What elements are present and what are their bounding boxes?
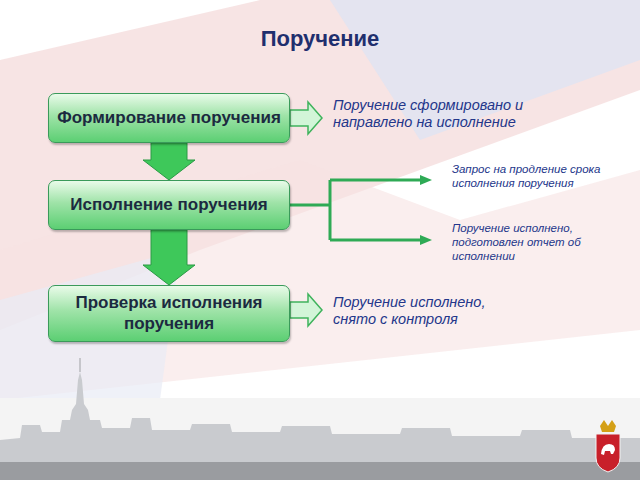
side-arrow <box>290 102 322 134</box>
flow-arrow <box>143 230 195 285</box>
branch-bracket <box>290 180 422 240</box>
box-label: Проверка исполнения поручения <box>49 290 289 337</box>
process-box: Проверка исполнения поручения <box>48 285 290 342</box>
status-note: Поручение сформировано и направлено на и… <box>333 97 558 132</box>
process-box: Исполнение поручения <box>48 180 290 230</box>
arrowhead <box>420 175 432 185</box>
status-note: Поручение исполнено, снято с контроля <box>333 294 518 329</box>
arrowhead <box>420 235 432 245</box>
side-arrow <box>290 294 322 326</box>
status-note: Запрос на продление срока исполнения пор… <box>452 163 632 191</box>
box-label: Исполнение поручения <box>62 192 276 218</box>
status-note: Поручение исполнено, подготовлен отчет о… <box>452 222 632 263</box>
process-box: Формирование поручения <box>48 93 290 143</box>
flow-arrow <box>143 143 195 180</box>
box-label: Формирование поручения <box>49 105 289 131</box>
diagram-title: Поручение <box>0 26 640 52</box>
